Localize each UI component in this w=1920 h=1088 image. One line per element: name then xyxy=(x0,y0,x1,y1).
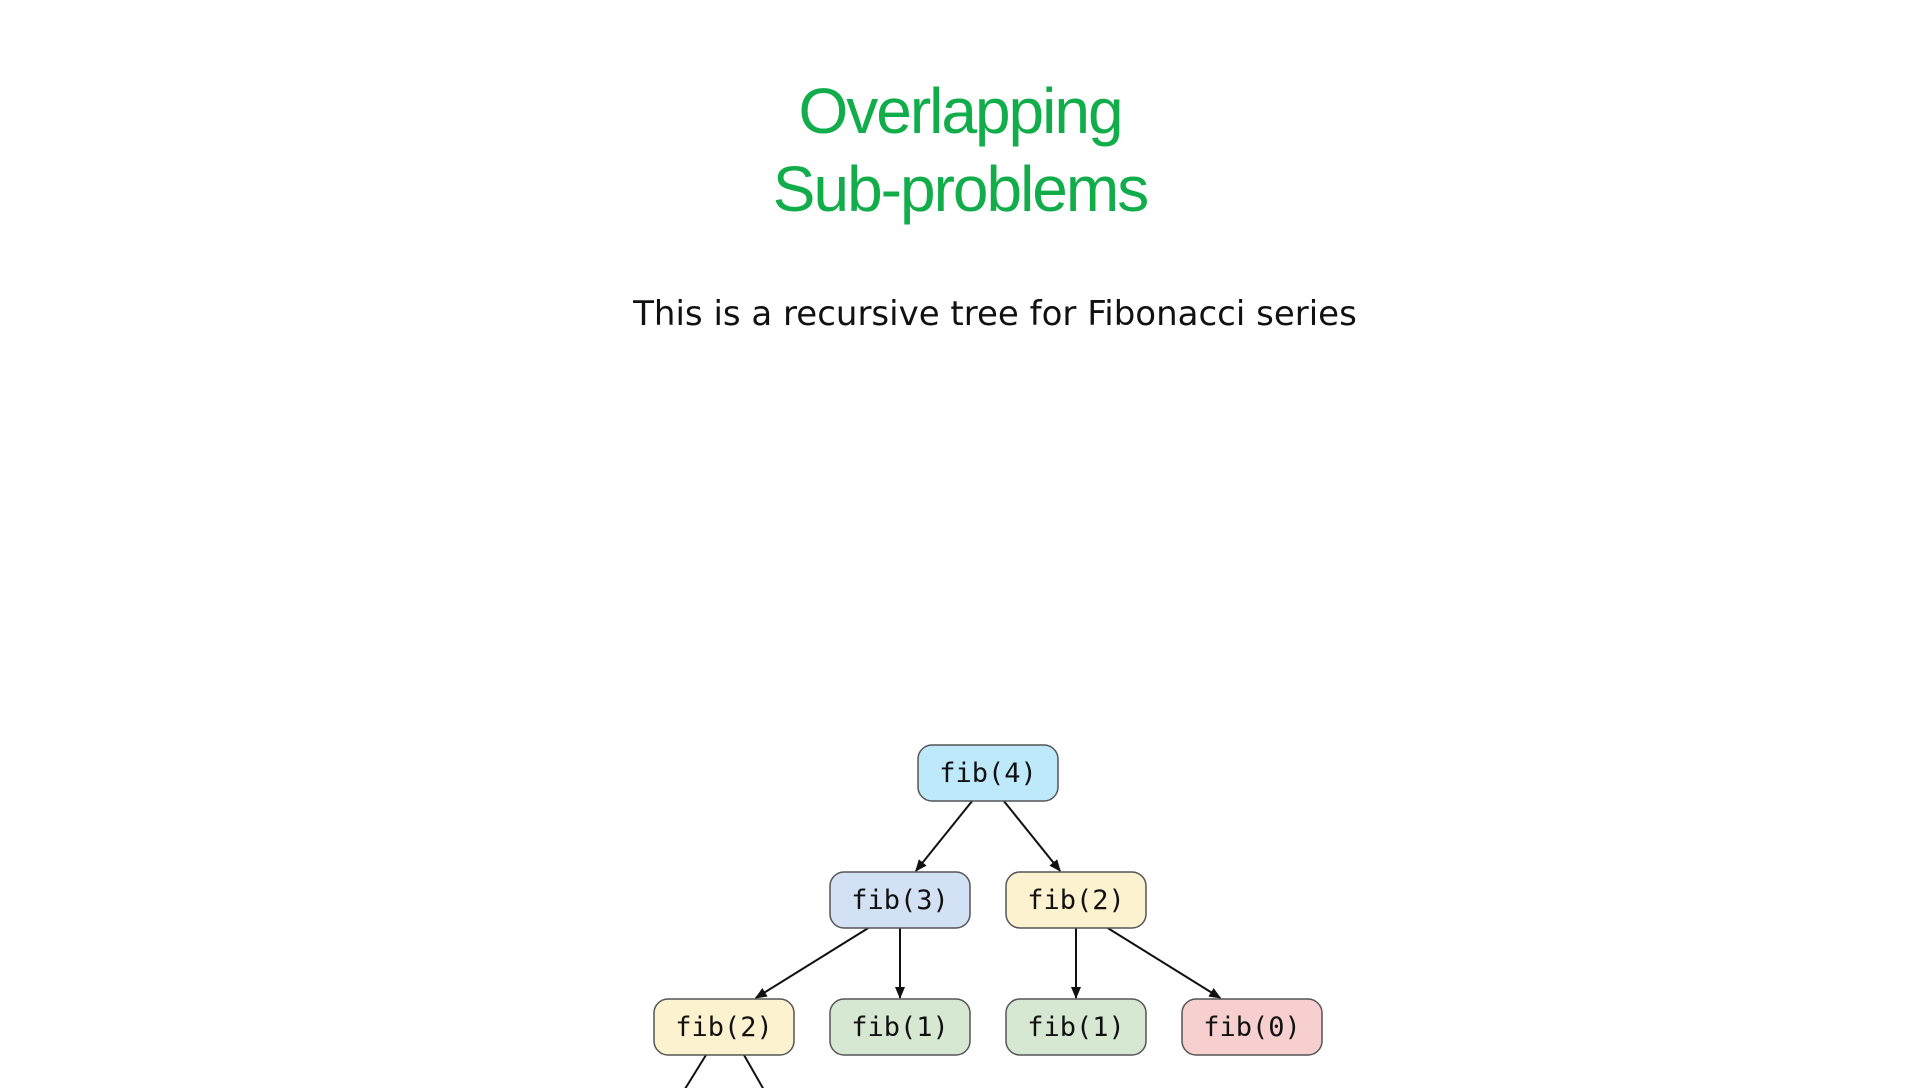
tree-edges-continued xyxy=(684,1054,765,1088)
tree-nodes: fib(4) fib(3) fib(2) fib(2) fib(1) fib(1) fib(… xyxy=(653,744,1323,1056)
tree-edge-arrow xyxy=(754,927,869,999)
tree-node-label: fib(0) xyxy=(1203,1012,1301,1043)
tree-edge-arrow xyxy=(1003,800,1061,872)
slide-title-line-1: Overlapping xyxy=(798,75,1123,147)
tree-node: fib(1) xyxy=(829,998,971,1056)
tree-node: fib(2) xyxy=(653,998,795,1056)
tree-node: fib(0) xyxy=(1181,998,1323,1056)
tree-node: fib(1) xyxy=(1005,998,1147,1056)
tree-node-box xyxy=(653,998,795,1056)
tree-node-box xyxy=(829,871,971,929)
tree-node-label: fib(1) xyxy=(851,1012,949,1043)
tree-edge-partial-left xyxy=(684,1054,707,1088)
tree-node-box xyxy=(1005,998,1147,1056)
slide-subtitle: This is a recursive tree for Fibonacci s… xyxy=(633,294,1357,334)
tree-node-label: fib(3) xyxy=(851,885,949,916)
tree-node: fib(2) xyxy=(1005,871,1147,929)
slide-title-line-2: Sub-problems xyxy=(772,153,1149,225)
tree-edge-arrow xyxy=(915,800,973,872)
tree-edges xyxy=(754,800,1222,999)
tree-node-box xyxy=(1005,871,1147,929)
tree-node-box xyxy=(829,998,971,1056)
tree-node-label: fib(2) xyxy=(675,1012,773,1043)
tree-node-label: fib(2) xyxy=(1027,885,1125,916)
tree-node-box xyxy=(1181,998,1323,1056)
tree-node: fib(3) xyxy=(829,871,971,929)
tree-node: fib(4) xyxy=(917,744,1059,802)
tree-node-label: fib(4) xyxy=(939,758,1037,789)
tree-edge-partial-right xyxy=(743,1054,765,1088)
tree-node-label: fib(1) xyxy=(1027,1012,1125,1043)
tree-node-box xyxy=(917,744,1059,802)
slide-title: Overlapping Sub-problems xyxy=(560,72,1360,228)
tree-edge-arrow xyxy=(1107,927,1222,999)
